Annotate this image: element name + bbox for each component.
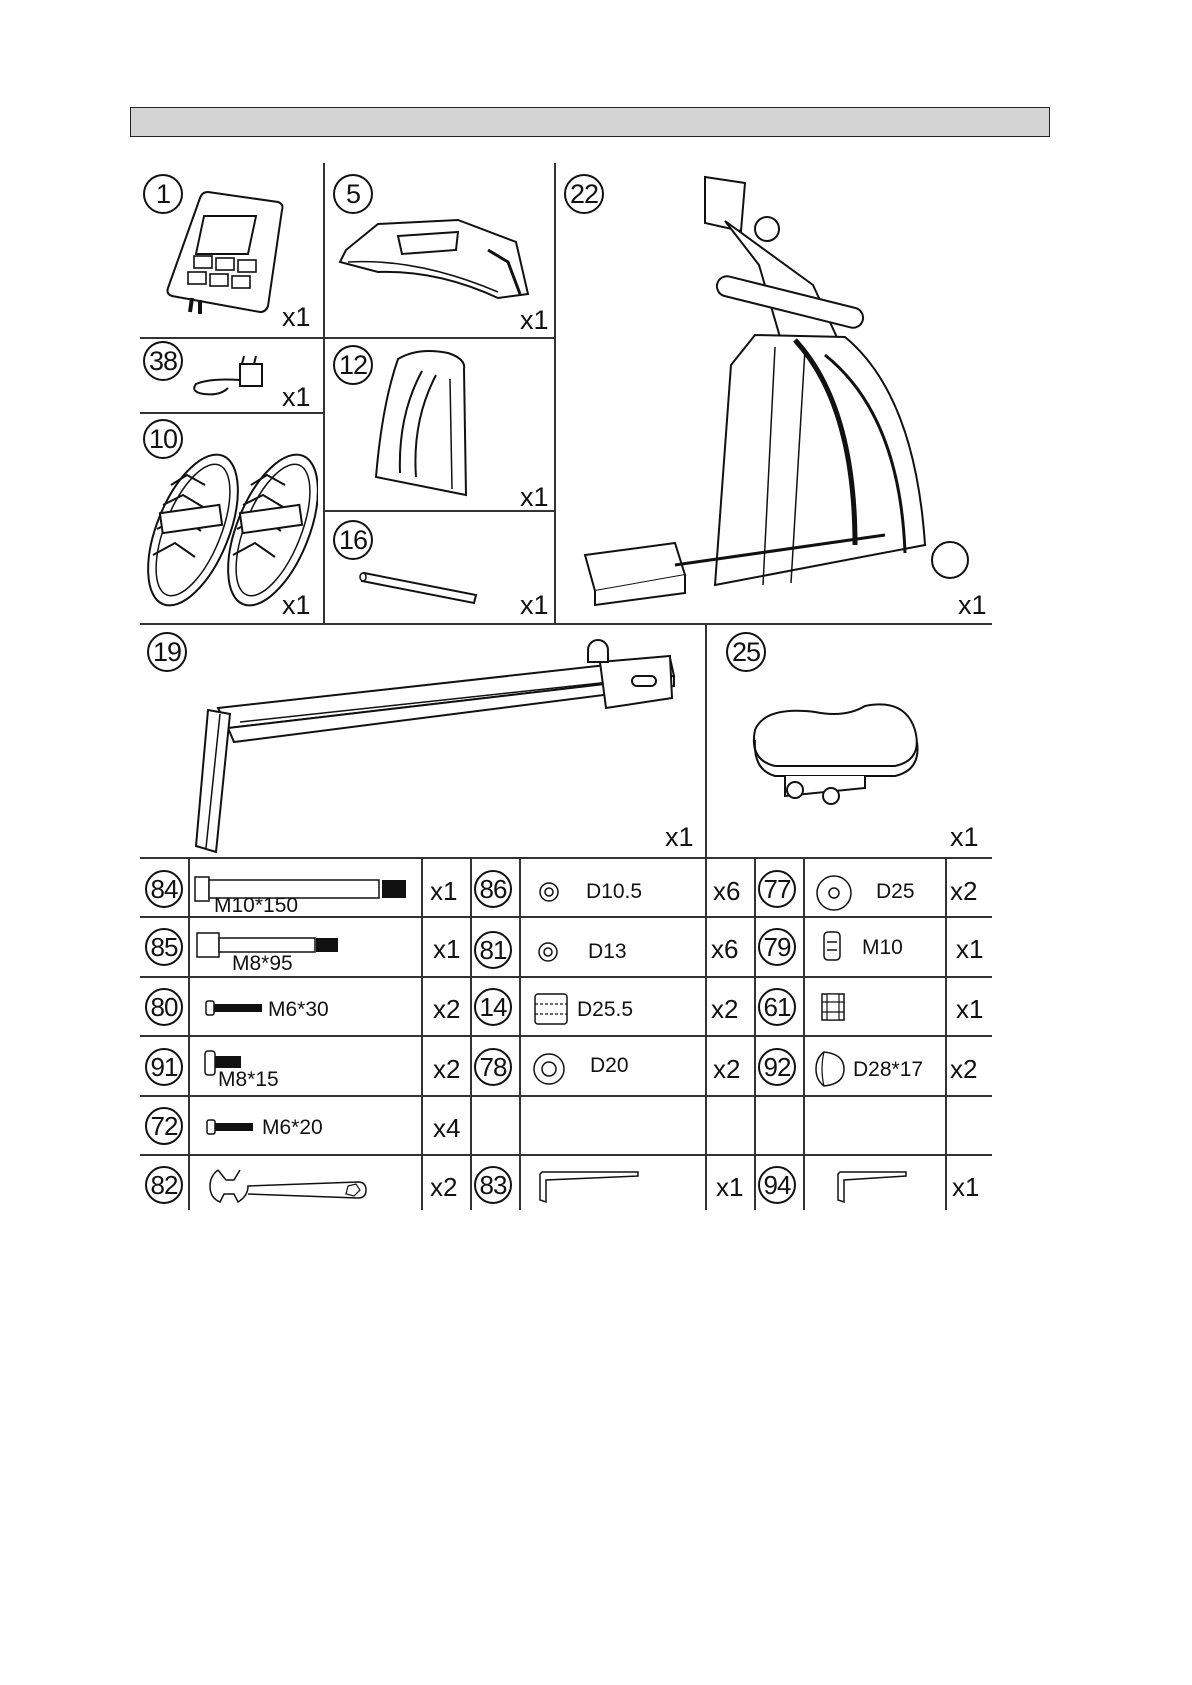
hardware-qty: x2 <box>711 994 738 1025</box>
hardware-qty: x2 <box>950 876 977 907</box>
divider <box>519 858 521 1210</box>
hardware-number: 78 <box>474 1048 512 1086</box>
hardware-qty: x1 <box>956 934 983 965</box>
hardware-spec: D25.5 <box>577 998 633 1022</box>
hardware-spec: D25 <box>876 880 915 904</box>
hardware-number: 14 <box>474 988 512 1026</box>
hardware-spec: M10 <box>862 936 903 960</box>
divider <box>470 858 472 1210</box>
washer-large-icon <box>532 1052 566 1086</box>
hardware-number: 82 <box>145 1166 183 1204</box>
hardware-spec: D28*17 <box>853 1058 923 1082</box>
end-cap-icon <box>814 1050 846 1088</box>
hardware-number: 80 <box>145 988 183 1026</box>
divider <box>803 858 805 1210</box>
hardware-spec: M10*150 <box>214 894 298 918</box>
hardware-qty: x2 <box>433 1054 460 1085</box>
divider <box>945 858 947 1210</box>
bushing-icon <box>533 992 569 1026</box>
hardware-number: 84 <box>145 870 183 908</box>
hardware-spec: D13 <box>588 940 627 964</box>
hardware-qty: x2 <box>430 1172 457 1203</box>
spacer-icon <box>820 992 846 1022</box>
hardware-qty: x1 <box>430 876 457 907</box>
screw-icon <box>205 998 265 1018</box>
hardware-number: 77 <box>758 870 796 908</box>
wrench-icon <box>208 1166 368 1208</box>
hardware-qty: x6 <box>711 934 738 965</box>
hardware-number: 91 <box>145 1048 183 1086</box>
hardware-spec: M8*95 <box>232 952 293 976</box>
allen-key-icon <box>832 1170 912 1206</box>
hardware-spec: M8*15 <box>218 1068 279 1092</box>
hardware-spec: D20 <box>590 1054 629 1078</box>
divider <box>140 976 992 978</box>
hardware-spec: M6*20 <box>262 1116 323 1140</box>
washer-small-icon <box>536 940 560 964</box>
hardware-qty: x1 <box>716 1172 743 1203</box>
hardware-number: 92 <box>758 1048 796 1086</box>
screw-icon <box>206 1117 256 1137</box>
hardware-number: 81 <box>474 931 512 969</box>
hardware-number: 61 <box>758 988 796 1026</box>
hardware-qty: x1 <box>956 994 983 1025</box>
hardware-qty: x1 <box>952 1172 979 1203</box>
washer-small-icon <box>537 880 561 904</box>
divider <box>188 858 190 1210</box>
hardware-number: 83 <box>474 1166 512 1204</box>
nut-icon <box>822 930 844 964</box>
divider <box>140 1035 992 1037</box>
hardware-qty: x6 <box>713 876 740 907</box>
hardware-number: 86 <box>474 870 512 908</box>
divider <box>705 858 707 1210</box>
divider <box>140 1154 992 1156</box>
hardware-qty: x2 <box>713 1054 740 1085</box>
divider <box>140 1095 992 1097</box>
hardware-qty: x4 <box>433 1113 460 1144</box>
hardware-spec: M6*30 <box>268 998 329 1022</box>
hardware-number: 72 <box>145 1107 183 1145</box>
allen-key-icon <box>534 1170 646 1206</box>
hardware-number: 79 <box>758 928 796 966</box>
hardware-number: 85 <box>145 928 183 966</box>
hardware-number: 94 <box>758 1166 796 1204</box>
hardware-spec: D10.5 <box>586 880 642 904</box>
divider <box>754 858 756 1210</box>
washer-large-icon <box>815 874 853 912</box>
hardware-qty: x2 <box>433 994 460 1025</box>
hardware-qty: x1 <box>433 934 460 965</box>
hardware-qty: x2 <box>950 1054 977 1085</box>
divider <box>421 858 423 1210</box>
